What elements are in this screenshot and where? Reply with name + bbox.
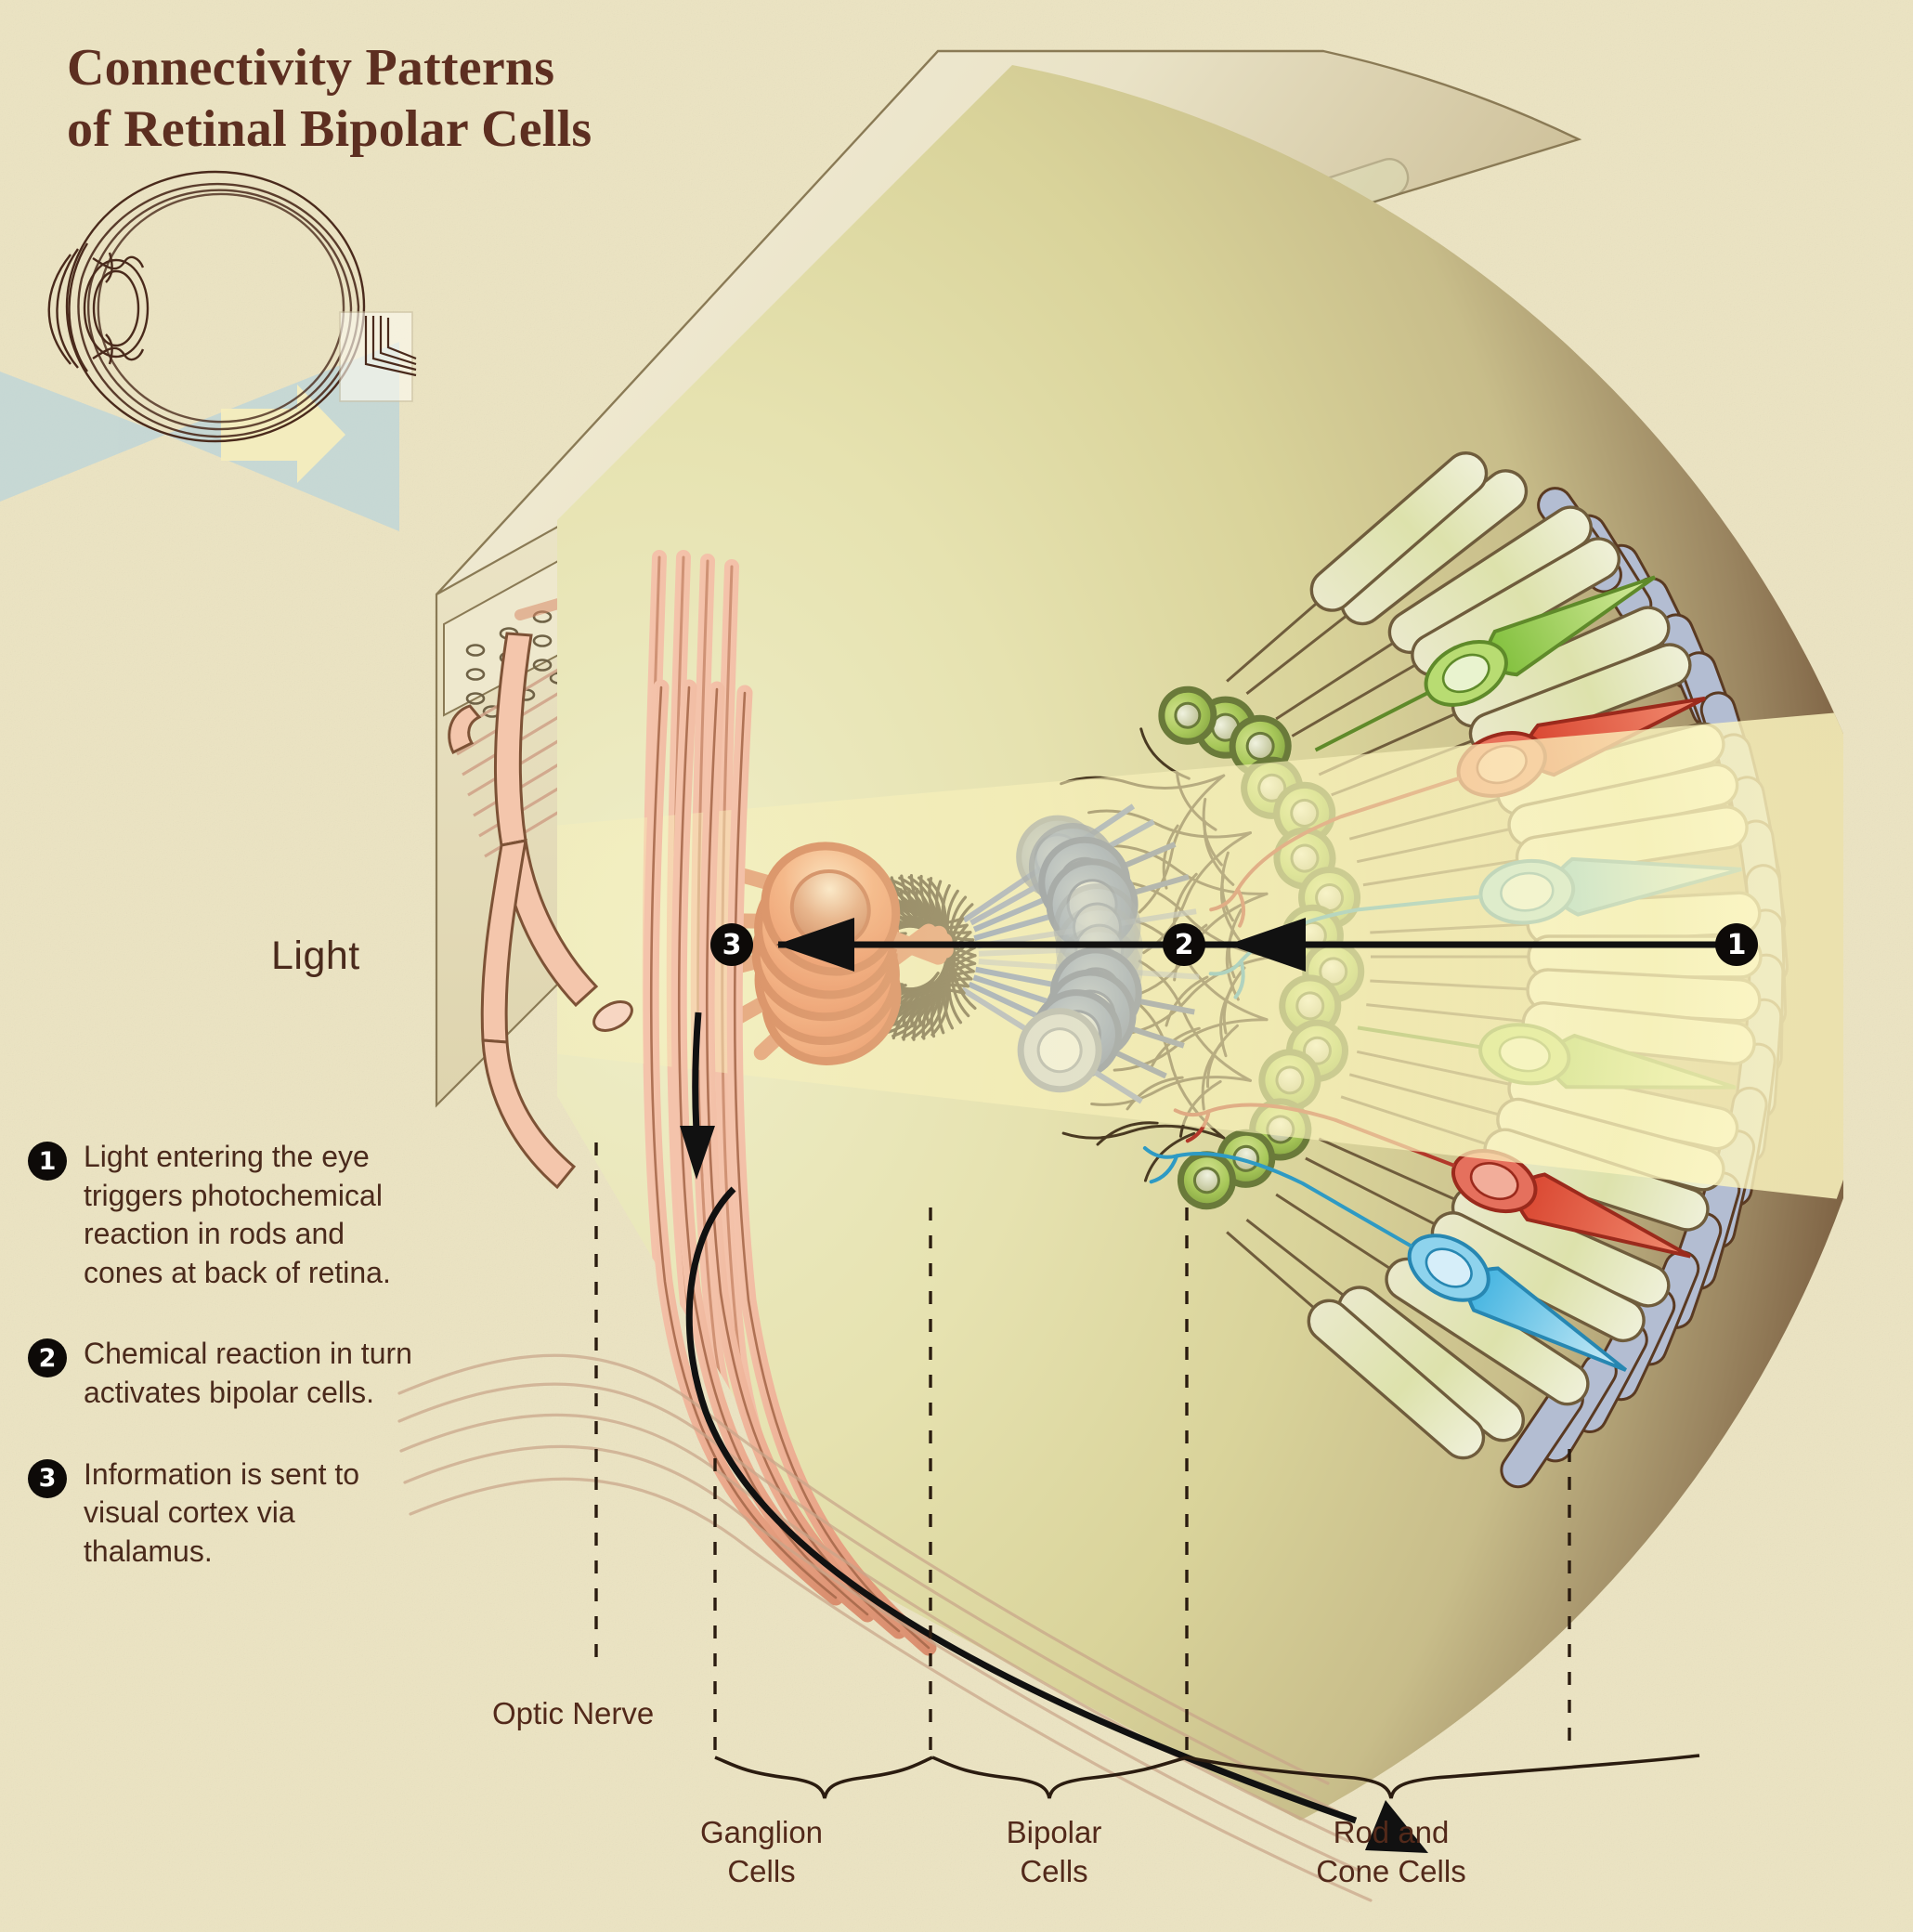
legend-item-1: 1 Light entering the eye triggers photoc… [28, 1138, 418, 1292]
zone-label-ganglion-line1: Ganglion [699, 1815, 824, 1849]
brace-bipolar [931, 1756, 1188, 1799]
legend-item-3: 3 Information is sent to visual cortex v… [28, 1456, 418, 1572]
zone-label-ganglion-cells: Ganglion Cells [669, 1813, 854, 1890]
retina-callout-box [339, 311, 417, 402]
legend-text-3: Information is sent to visual cortex via… [84, 1456, 360, 1568]
legend-item-2: 2 Chemical reaction in turn activates bi… [28, 1335, 418, 1412]
zone-label-rodcone-line1: Rod and [1333, 1815, 1450, 1849]
legend-text-2: Chemical reaction in turn activates bipo… [84, 1337, 412, 1409]
legend-list: 1 Light entering the eye triggers photoc… [28, 1138, 418, 1613]
direction-arrow [221, 385, 345, 483]
step-marker-2: 2 [1163, 923, 1205, 966]
signal-flow-arrows [680, 1012, 1428, 1853]
legend-text-1: Light entering the eye triggers photoche… [84, 1140, 391, 1289]
brace-ganglion [714, 1756, 933, 1799]
zone-label-optic-nerve: Optic Nerve [492, 1696, 655, 1730]
zone-label-bipolar-line2: Cells [1020, 1853, 1088, 1888]
bottom-annotation-guides [594, 1142, 1700, 1799]
step-marker-3: 3 [710, 923, 753, 966]
legend-bullet-1: 1 [28, 1142, 67, 1181]
step-marker-1: 1 [1715, 923, 1758, 966]
step-flow-line [776, 918, 1727, 972]
legend-bullet-2: 2 [28, 1338, 67, 1378]
zone-label-bipolar-cells: Bipolar Cells [966, 1813, 1142, 1890]
zone-label-rodcone-line2: Cone Cells [1316, 1853, 1466, 1888]
legend-bullet-3: 3 [28, 1458, 67, 1498]
page-title: Connectivity Patterns of Retinal Bipolar… [67, 37, 661, 160]
brace-rod-cone [1186, 1754, 1700, 1799]
eye-cross-section-diagram [0, 170, 417, 531]
zone-label-ganglion-line2: Cells [727, 1853, 796, 1888]
zone-label-rod-cone-cells: Rod and Cone Cells [1280, 1813, 1503, 1890]
light-label: Light [271, 933, 360, 978]
title-line-1: Connectivity Patterns [67, 39, 555, 97]
central-retinal-vessel [448, 632, 633, 1190]
zone-label-bipolar-line1: Bipolar [1006, 1815, 1102, 1849]
title-line-2: of Retinal Bipolar Cells [67, 100, 592, 159]
